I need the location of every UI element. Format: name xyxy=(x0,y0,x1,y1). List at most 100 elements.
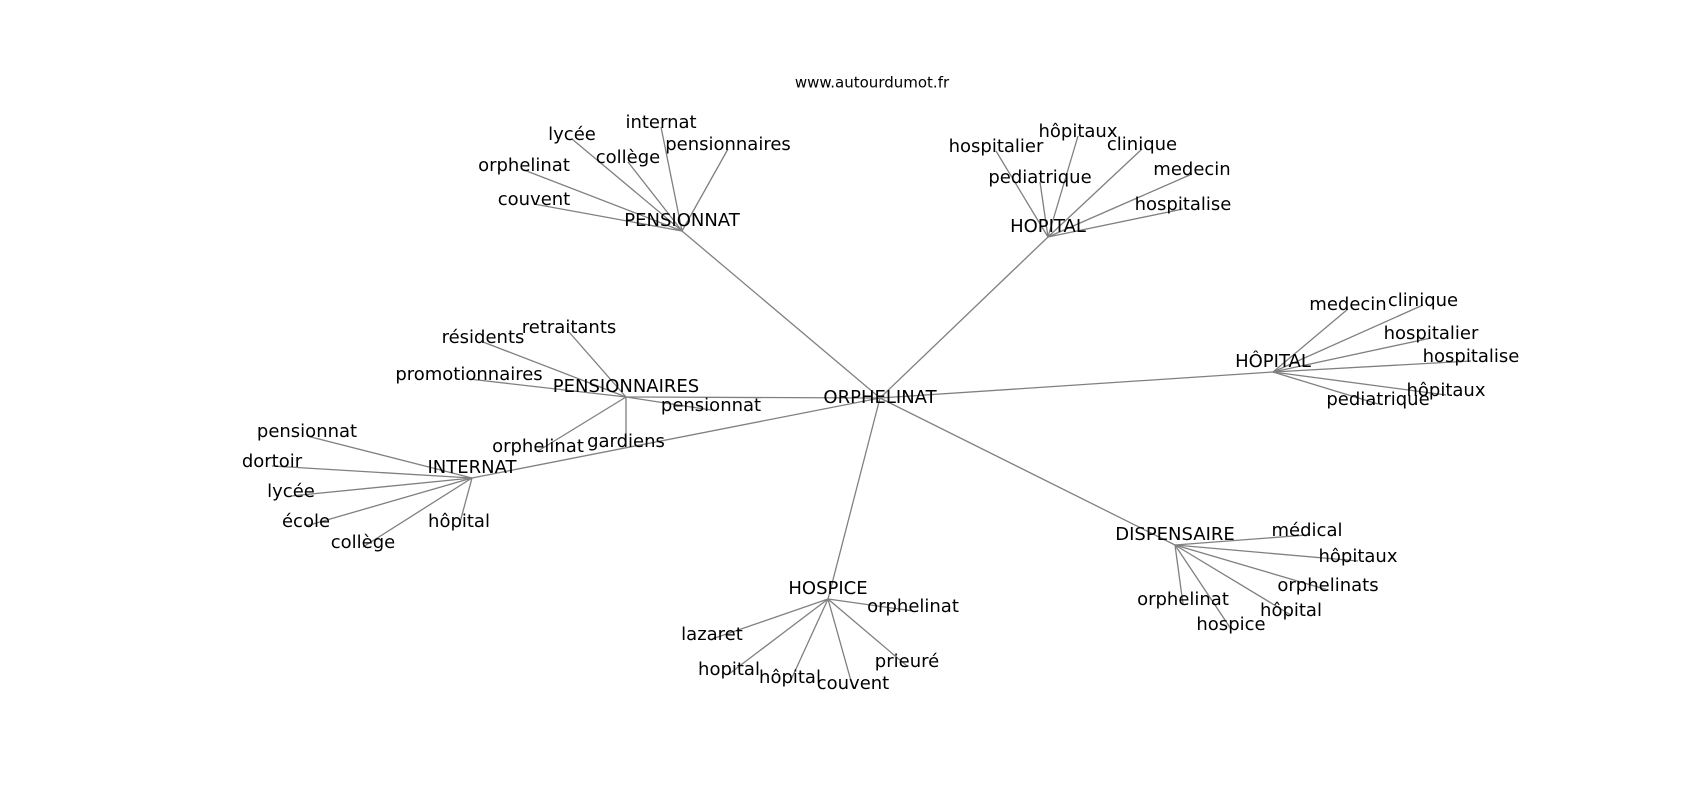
leaf-node-label: dortoir xyxy=(242,451,303,472)
leaf-node-label: hospitalise xyxy=(1135,194,1232,215)
leaf-node-label: hôpital xyxy=(428,511,490,532)
leaf-node-label: lycée xyxy=(548,124,596,145)
hub-node-label: PENSIONNAT xyxy=(624,210,740,231)
edge-hub-leaf xyxy=(681,148,729,232)
leaf-node-label: pediatrique xyxy=(1326,389,1429,410)
edge-hub-leaf xyxy=(533,203,683,232)
edge-hub-leaf xyxy=(711,598,829,640)
edge-hub-leaf xyxy=(1174,534,1308,546)
edge-hub-leaf xyxy=(1272,371,1379,405)
leaf-node-label: école xyxy=(282,511,330,532)
leaf-node-label: couvent xyxy=(498,189,571,210)
leaf-node-label: gardiens xyxy=(587,431,665,452)
edge-hub-leaf xyxy=(827,598,908,667)
leaf-node-label: hospitalise xyxy=(1423,346,1520,367)
edge-hub-leaf xyxy=(458,477,473,527)
edge-center-hub xyxy=(827,397,881,600)
edge-hub-leaf xyxy=(827,598,914,612)
leaf-node-label: hospitalier xyxy=(949,136,1044,157)
leaf-node-label: lazaret xyxy=(681,624,743,645)
edge-hub-leaf xyxy=(1272,360,1472,373)
edge-hub-leaf xyxy=(1174,544,1359,562)
edge-hub-leaf xyxy=(1174,544,1329,591)
hub-node-label: PENSIONNAIRES xyxy=(553,376,699,397)
leaf-node-label: hôpital xyxy=(1260,600,1322,621)
edge-hub-leaf xyxy=(468,378,627,398)
edge-hub-leaf xyxy=(728,598,829,675)
edge-hub-leaf xyxy=(1039,181,1049,238)
edge-hub-leaf xyxy=(789,598,829,683)
edge-hub-leaf xyxy=(1047,135,1079,238)
edge-hub-leaf xyxy=(305,477,473,527)
edge-hub-leaf xyxy=(290,477,473,497)
leaf-node-label: prieuré xyxy=(875,651,939,672)
leaf-node-label: collège xyxy=(596,147,661,168)
edge-center-hub xyxy=(625,396,881,399)
leaf-node-label: hospitalier xyxy=(1384,323,1479,344)
leaf-node-label: lycée xyxy=(267,481,315,502)
edge-center-hub xyxy=(879,371,1274,399)
edge-hub-leaf xyxy=(1174,544,1184,605)
hub-node-label: HOPITAL xyxy=(1010,216,1086,237)
leaf-node-label: pensionnat xyxy=(257,421,357,442)
edge-hub-leaf xyxy=(625,396,712,411)
leaf-node-label: clinique xyxy=(1107,134,1177,155)
edge-hub-leaf xyxy=(568,331,627,398)
edge-hub-leaf xyxy=(571,138,683,232)
leaf-node-label: pensionnat xyxy=(661,395,761,416)
edge-hub-leaf xyxy=(1272,308,1349,373)
edge-hub-leaf xyxy=(1272,337,1432,373)
edge-hub-leaf xyxy=(1174,544,1232,630)
hub-node-label: INTERNAT xyxy=(427,457,517,478)
leaf-node-label: retraitants xyxy=(522,317,617,338)
edge-hub-leaf xyxy=(1272,371,1447,396)
leaf-node-label: résidents xyxy=(442,327,525,348)
leaf-node-label: hopital xyxy=(698,659,760,680)
leaf-node-label: pensionnaires xyxy=(665,134,791,155)
edge-hub-leaf xyxy=(1272,304,1424,373)
edge-hub-leaf xyxy=(523,169,683,232)
edge-hub-leaf xyxy=(995,150,1049,238)
leaf-node-label: orphelinat xyxy=(1137,589,1229,610)
source-credit: www.autourdumot.fr xyxy=(795,74,950,92)
edge-center-hub xyxy=(879,236,1049,399)
leaf-node-label: hôpitaux xyxy=(1407,380,1486,401)
edge-hub-leaf xyxy=(482,341,627,398)
leaf-node-label: hôpital xyxy=(759,667,821,688)
leaf-node-label: internat xyxy=(625,112,696,133)
leaf-node-label: orphelinat xyxy=(492,436,584,457)
leaf-node-label: medecin xyxy=(1153,159,1230,180)
edge-hub-leaf xyxy=(827,598,854,689)
edge-hub-leaf xyxy=(660,126,683,232)
leaf-node-label: hôpitaux xyxy=(1039,121,1118,142)
edge-hub-leaf xyxy=(1174,544,1292,616)
leaf-node-label: hospice xyxy=(1196,614,1265,635)
edge-hub-leaf xyxy=(1047,173,1193,238)
leaf-node-label: pediatrique xyxy=(988,167,1091,188)
leaf-node-label: orphelinat xyxy=(478,155,570,176)
leaf-node-label: clinique xyxy=(1388,290,1458,311)
edge-hub-leaf xyxy=(1047,208,1184,238)
edge-center-hub xyxy=(471,397,881,479)
edge-hub-leaf xyxy=(271,465,473,479)
edge-hub-leaf xyxy=(306,435,473,479)
edge-center-hub xyxy=(879,397,1176,546)
leaf-node-label: orphelinat xyxy=(867,596,959,617)
leaf-node-label: médical xyxy=(1272,520,1343,541)
hub-node-label: HOSPICE xyxy=(788,578,867,599)
hub-node-label: HÔPITAL xyxy=(1235,350,1311,372)
edge-hub-leaf xyxy=(537,396,627,452)
center-node-label: ORPHELINAT xyxy=(823,387,937,408)
edges xyxy=(271,126,1472,689)
leaf-node-label: medecin xyxy=(1309,294,1386,315)
leaf-node-label: collège xyxy=(331,532,396,553)
leaf-node-label: promotionnaires xyxy=(395,364,542,385)
edge-hub-leaf xyxy=(627,161,683,232)
hub-node-label: DISPENSAIRE xyxy=(1115,524,1235,545)
edge-hub-leaf xyxy=(362,477,473,548)
leaf-node-label: hôpitaux xyxy=(1319,546,1398,567)
leaf-node-label: orphelinats xyxy=(1277,575,1378,596)
edge-center-hub xyxy=(681,230,881,399)
